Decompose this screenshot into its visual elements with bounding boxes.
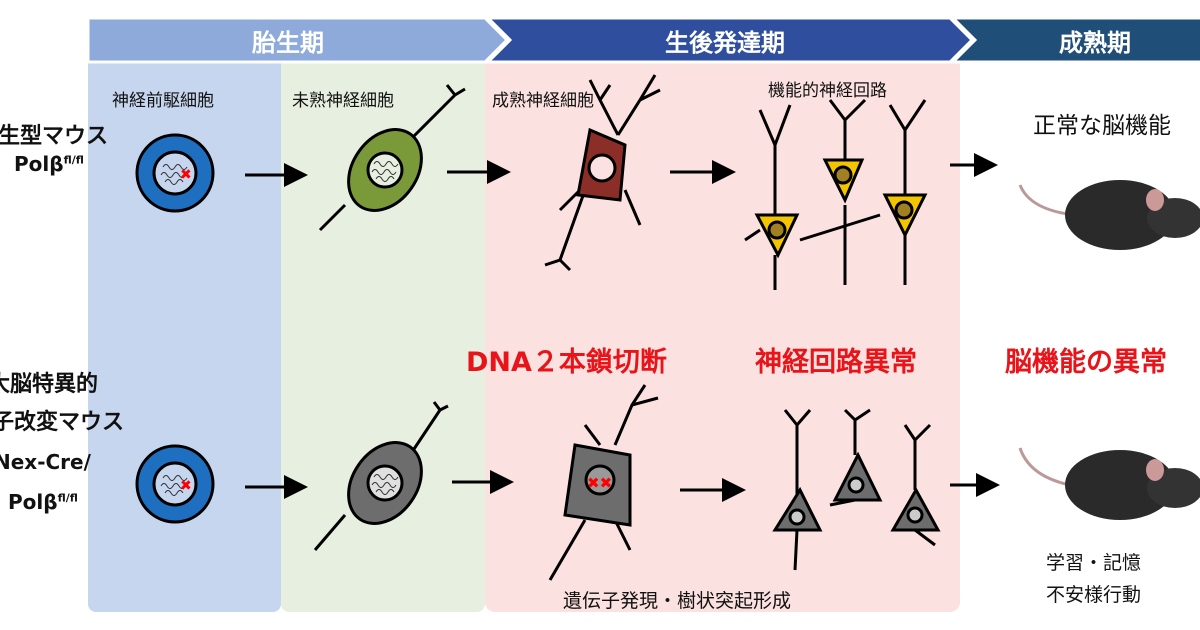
row-wildtype-name: 生型マウス <box>0 124 109 149</box>
stage-header-arrows <box>86 16 1200 64</box>
row-ko-genotype: Polβfl/fl <box>8 490 78 514</box>
brain-function-abnormal-label: 脳機能の異常 <box>1005 347 1167 378</box>
svg-text:✖: ✖ <box>180 167 192 183</box>
genotype-base: Polβ <box>8 490 58 514</box>
functional-circuit-wt <box>744 98 928 290</box>
mature-neuron-ko: ✖✖ <box>548 384 659 581</box>
immature-neuron-ko <box>313 401 449 551</box>
row-ko-line3: Nex-Cre/ <box>0 450 91 474</box>
row-wildtype-genotype: Polβfl/fl <box>14 152 84 176</box>
normal-brain-function: 正常な脳機能 <box>1033 113 1171 139</box>
row-ko-line2: 子改変マウス <box>0 410 125 435</box>
deficits-line2: 不安様行動 <box>1046 584 1142 606</box>
arrows <box>245 153 1000 502</box>
genotype-base: Polβ <box>14 152 64 176</box>
label-immature: 未熟神経細胞 <box>292 91 394 111</box>
deficits-line1: 学習・記憶 <box>1046 552 1142 574</box>
abnormal-circuit-ko <box>772 408 941 571</box>
mature-neuron-wt <box>544 74 661 272</box>
progenitor-cell-wt: ✖ <box>135 133 215 213</box>
stage-adult: 成熟期 <box>1059 28 1131 57</box>
label-mature: 成熟神経細胞 <box>492 91 594 111</box>
circuit-abnormal-label: 神経回路異常 <box>755 347 917 378</box>
svg-text:✖✖: ✖✖ <box>587 474 612 492</box>
stage-arrow-adult <box>949 16 1200 64</box>
genotype-sup: fl/fl <box>57 491 78 505</box>
immature-neuron-wt <box>318 84 466 232</box>
gene-expression-label: 遺伝子発現・樹状突起形成 <box>563 590 792 612</box>
stage-postnatal: 生後発達期 <box>665 28 785 57</box>
mouse-wt <box>1018 180 1200 250</box>
dna-dsb-label: DNA２本鎖切断 <box>466 347 667 378</box>
stage-arrow-postnatal <box>484 16 975 64</box>
progenitor-cell-ko: ✖ <box>135 444 215 524</box>
row-ko-line1: 大脳特異的 <box>0 372 99 397</box>
label-circuit: 機能的神経回路 <box>768 81 887 101</box>
stage-arrow-embryonic <box>86 16 510 64</box>
mouse-ko <box>1018 447 1200 520</box>
svg-text:✖: ✖ <box>180 478 192 494</box>
stage-embryonic: 胎生期 <box>252 28 324 57</box>
label-progenitor: 神経前駆細胞 <box>112 91 214 111</box>
postnatal-panel <box>485 62 960 612</box>
genotype-sup: fl/fl <box>63 153 84 167</box>
